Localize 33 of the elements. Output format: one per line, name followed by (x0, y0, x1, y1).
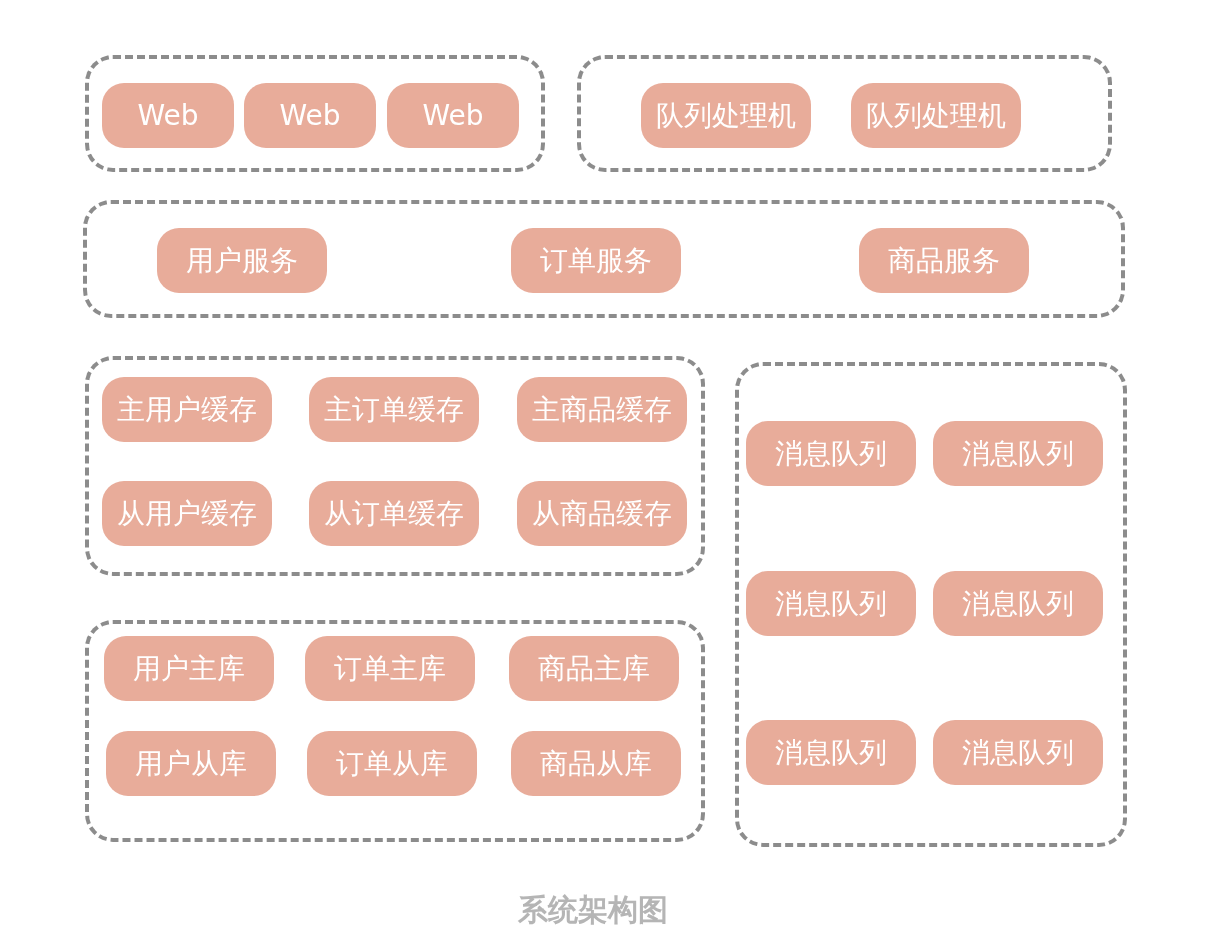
component-box: 主商品缓存 (517, 377, 687, 442)
component-box: 商品服务 (859, 228, 1029, 293)
component-box: 用户主库 (104, 636, 274, 701)
component-box: 消息队列 (933, 571, 1103, 636)
component-box: 主用户缓存 (102, 377, 272, 442)
component-box: 队列处理机 (641, 83, 811, 148)
dashed-group-frame (85, 620, 705, 842)
dashed-group-frame (735, 362, 1127, 847)
dashed-group-frame (85, 55, 545, 172)
component-box: 订单从库 (307, 731, 477, 796)
component-box: 用户从库 (106, 731, 276, 796)
dashed-group-frame (83, 200, 1125, 318)
component-box: 消息队列 (746, 720, 916, 785)
component-box: 主订单缓存 (309, 377, 479, 442)
component-box: 从用户缓存 (102, 481, 272, 546)
dashed-group-frame (577, 55, 1112, 172)
component-box: 消息队列 (746, 571, 916, 636)
component-box: 消息队列 (746, 421, 916, 486)
component-box: Web (387, 83, 519, 148)
component-box: 消息队列 (933, 720, 1103, 785)
component-box: 从商品缓存 (517, 481, 687, 546)
caption: 系统架构图 (517, 891, 669, 929)
dashed-group-frame (85, 356, 705, 576)
component-box: 消息队列 (933, 421, 1103, 486)
component-box: 订单服务 (511, 228, 681, 293)
component-box: 订单主库 (305, 636, 475, 701)
component-box: 从订单缓存 (309, 481, 479, 546)
component-box: Web (102, 83, 234, 148)
component-box: 商品主库 (509, 636, 679, 701)
component-box: 用户服务 (157, 228, 327, 293)
component-box: 商品从库 (511, 731, 681, 796)
component-box: Web (244, 83, 376, 148)
component-box: 队列处理机 (851, 83, 1021, 148)
